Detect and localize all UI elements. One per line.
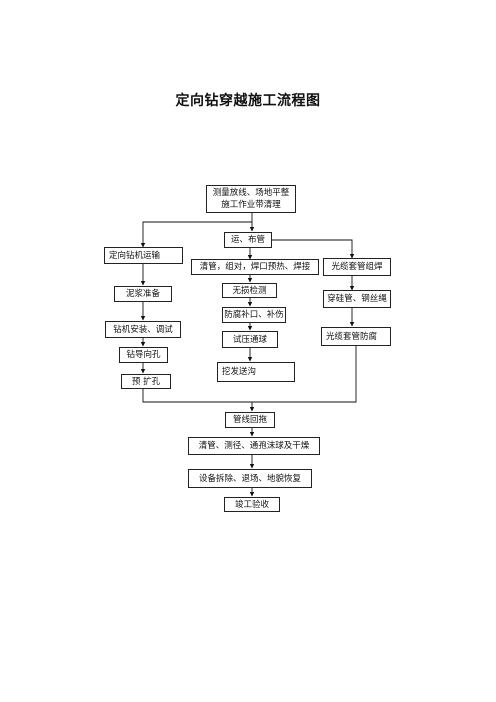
node-survey-line1: 测量放线、场地平整 (212, 188, 290, 198)
node-drill-install: 钻机安装、调试 (105, 321, 181, 338)
node-dig-trench: 挖发送沟 (217, 362, 295, 382)
node-mud-prep: 泥浆准备 (114, 286, 172, 302)
node-cable-sleeve-weld: 光缆套管组焊 (323, 258, 391, 276)
node-pullback: 管线回拖 (225, 412, 275, 428)
node-pilot-hole: 钻导向孔 (119, 347, 168, 363)
node-drill-transport: 定向钻机运输 (104, 247, 183, 264)
node-survey-line2: 施工作业带清理 (221, 200, 281, 210)
node-pressure-test: 试压通球 (222, 331, 278, 348)
node-transport-pipe: 运、布管 (224, 232, 272, 248)
node-pre-ream: 预 扩孔 (121, 374, 171, 389)
edge-survey-drill-transport (140, 221, 252, 248)
node-anticorrosion-patch: 防腐补口、补伤 (222, 307, 286, 323)
node-demob: 设备拆除、退场、地貌恢复 (188, 469, 312, 488)
edge-preream-merge (142, 346, 357, 403)
node-acceptance: 竣工验收 (224, 497, 280, 512)
edge-transport-cable (272, 239, 355, 259)
node-ndt: 无损检测 (222, 283, 277, 298)
node-clean-test: 清管、测径、通孢沫球及干燥 (188, 437, 320, 455)
page-title: 定向钻穿越施工流程图 (175, 93, 321, 109)
node-pipe-work: 清管，组对，焊口预热、焊接 (191, 259, 319, 275)
node-silicon-pipe: 穿硅管、钢丝绳 (323, 290, 391, 308)
node-survey: 测量放线、场地平整 施工作业带清理 (206, 185, 296, 213)
node-cable-sleeve-anticorrosion: 光缆套管防腐 (321, 327, 391, 346)
